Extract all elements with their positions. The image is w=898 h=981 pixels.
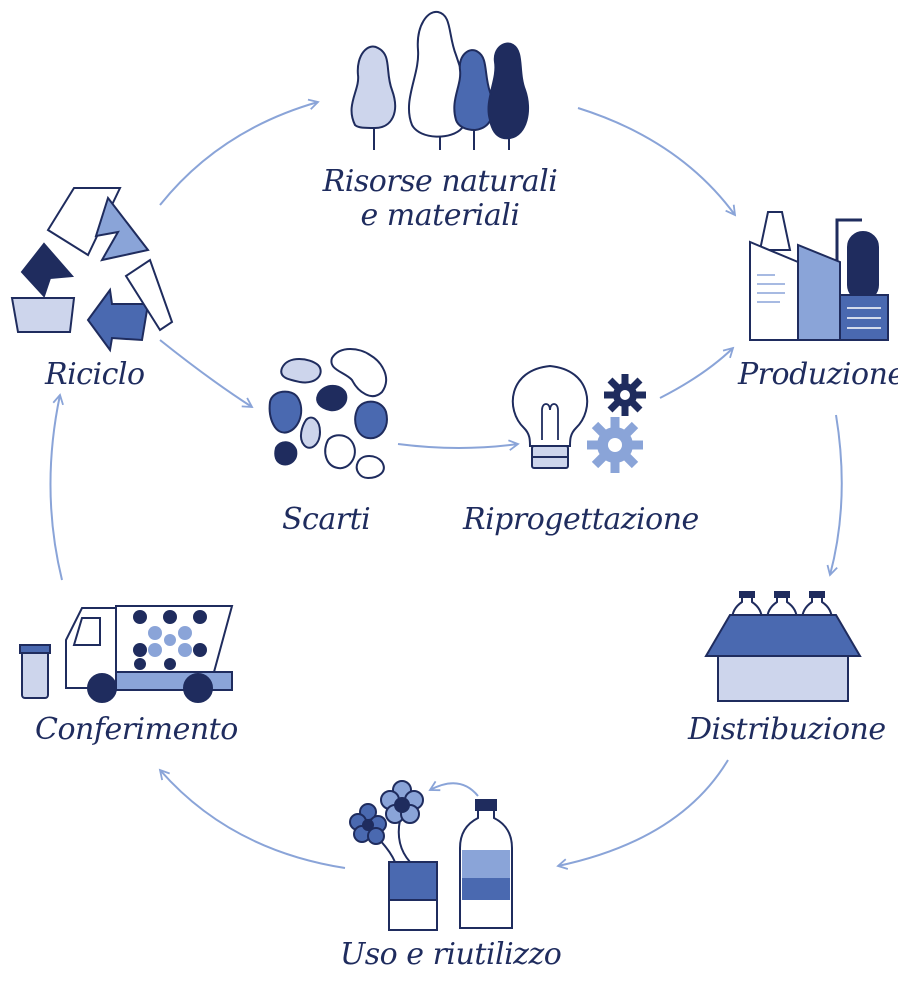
node-production-label: Produzione xyxy=(738,357,898,392)
arrow-use-to-delivery xyxy=(158,768,346,869)
node-distribution-label: Distribuzione xyxy=(688,712,886,747)
recycle-icon xyxy=(10,187,174,353)
node-use-label: Uso e riutilizzo xyxy=(340,937,562,972)
node-resources-label: Risorse naturali e materiali xyxy=(310,165,570,233)
lightbulb-gears-icon xyxy=(511,364,646,473)
trees-icon xyxy=(350,10,529,150)
node-delivery-label: Conferimento xyxy=(35,712,238,747)
factory-icon xyxy=(749,211,889,341)
arrow-recycling-to-resources xyxy=(159,98,320,206)
arrow-distribution-to-use xyxy=(556,759,729,870)
bottles-box-icon xyxy=(704,591,862,702)
garbage-truck-icon xyxy=(19,605,234,703)
node-redesign-label: Riprogettazione xyxy=(463,502,699,537)
cycle-arrows xyxy=(49,98,843,870)
arrow-recycling-to-waste xyxy=(159,339,254,409)
arrow-delivery-to-recycling xyxy=(49,393,64,581)
arrow-production-to-distribution xyxy=(826,414,843,577)
node-recycling-label: Riciclo xyxy=(45,357,145,392)
node-resources-line1: Risorse naturali xyxy=(322,164,558,199)
arrow-waste-to-redesign xyxy=(397,439,520,451)
flower-pot-bottle-icon xyxy=(349,780,513,931)
node-resources-line2: e materiali xyxy=(360,198,520,233)
waste-scraps-icon xyxy=(268,348,388,480)
arrow-resources-to-production xyxy=(577,107,737,217)
node-waste-label: Scarti xyxy=(282,502,371,537)
arrow-bottle-to-flowers xyxy=(428,780,479,797)
arrow-redesign-to-production xyxy=(659,346,735,399)
